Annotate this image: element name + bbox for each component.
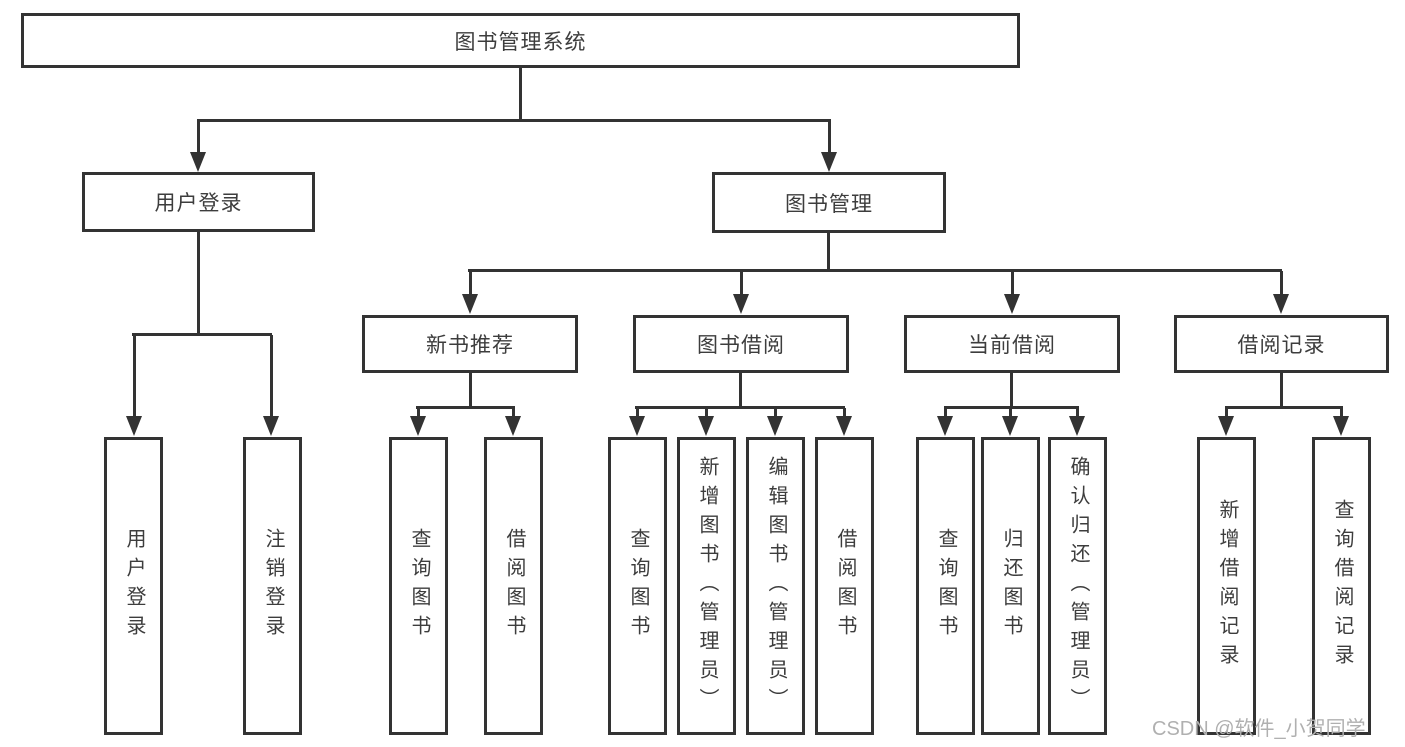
leaf-confirm-return-admin-label: 确认归还（管理员） — [1067, 455, 1089, 717]
node-borrow-records-label: 借阅记录 — [1237, 334, 1326, 357]
arrowhead-icon — [1332, 408, 1350, 436]
node-user-login: 用户登录 — [82, 172, 315, 232]
watermark: CSDN @软件_小贺同学 — [1152, 718, 1366, 740]
leaf-query-books-recommend: 查询图书 — [389, 437, 448, 735]
node-new-book-recommend-label: 新书推荐 — [426, 334, 514, 357]
leaf-logout-label: 注销登录 — [262, 528, 284, 644]
connector-current-bar — [944, 406, 1079, 409]
leaf-query-books-borrow-label: 查询图书 — [627, 528, 649, 644]
arrowhead-icon — [189, 120, 207, 172]
leaf-borrow-books-borrow-label: 借阅图书 — [834, 528, 856, 644]
connector-borrow-bar — [635, 406, 845, 409]
arrowhead-icon — [1003, 271, 1021, 314]
node-user-login-label: 用户登录 — [154, 192, 243, 215]
leaf-query-books-current-label: 查询图书 — [935, 528, 957, 644]
connector-records-bar — [1225, 406, 1343, 409]
leaf-return-book: 归还图书 — [981, 437, 1040, 735]
leaf-borrow-books-borrow: 借阅图书 — [815, 437, 874, 735]
arrowhead-icon — [1272, 271, 1290, 314]
arrowhead-icon — [409, 408, 427, 436]
arrowhead-icon — [1068, 408, 1086, 436]
arrowhead-icon — [125, 335, 143, 436]
leaf-query-books-current: 查询图书 — [916, 437, 975, 735]
leaf-add-borrow-record-label: 新增借阅记录 — [1216, 499, 1238, 673]
leaf-user-login-label: 用户登录 — [123, 528, 145, 644]
arrowhead-icon — [835, 408, 853, 436]
node-root-label: 图书管理系统 — [454, 30, 587, 54]
arrowhead-icon — [697, 408, 715, 436]
leaf-edit-book-admin: 编辑图书（管理员） — [746, 437, 805, 735]
connector-userlogin-stem — [197, 232, 200, 336]
connector-recommend-bar — [416, 406, 515, 409]
node-book-borrow-label: 图书借阅 — [697, 334, 785, 357]
connector-bookmgmt-stem — [827, 233, 830, 271]
leaf-confirm-return-admin: 确认归还（管理员） — [1048, 437, 1107, 735]
leaf-return-book-label: 归还图书 — [1000, 528, 1022, 644]
arrowhead-icon — [820, 120, 838, 172]
node-book-borrow: 图书借阅 — [633, 315, 849, 373]
node-current-borrow: 当前借阅 — [904, 315, 1120, 373]
node-current-borrow-label: 当前借阅 — [968, 334, 1056, 357]
leaf-user-login: 用户登录 — [104, 437, 163, 735]
leaf-edit-book-admin-label: 编辑图书（管理员） — [765, 455, 787, 717]
leaf-query-books-borrow: 查询图书 — [608, 437, 667, 735]
arrowhead-icon — [628, 408, 646, 436]
leaf-query-borrow-record: 查询借阅记录 — [1312, 437, 1371, 735]
leaf-borrow-books-recommend: 借阅图书 — [484, 437, 543, 735]
leaf-borrow-books-recommend-label: 借阅图书 — [503, 528, 525, 644]
node-root: 图书管理系统 — [21, 13, 1020, 68]
node-borrow-records: 借阅记录 — [1174, 315, 1389, 373]
arrowhead-icon — [1001, 408, 1019, 436]
leaf-add-borrow-record: 新增借阅记录 — [1197, 437, 1256, 735]
arrowhead-icon — [262, 335, 280, 436]
leaf-add-book-admin-label: 新增图书（管理员） — [696, 455, 718, 717]
connector-userlogin-bar — [132, 333, 272, 336]
connector-root-stem — [519, 68, 522, 121]
node-book-management: 图书管理 — [712, 172, 946, 233]
connector-records-stem — [1280, 373, 1283, 408]
arrowhead-icon — [766, 408, 784, 436]
connector-current-stem — [1010, 373, 1013, 408]
arrowhead-icon — [732, 271, 750, 314]
node-book-management-label: 图书管理 — [785, 192, 873, 216]
connector-recommend-stem — [469, 373, 472, 408]
leaf-add-book-admin: 新增图书（管理员） — [677, 437, 736, 735]
node-new-book-recommend: 新书推荐 — [362, 315, 578, 373]
arrowhead-icon — [504, 408, 522, 436]
arrowhead-icon — [461, 271, 479, 314]
arrowhead-icon — [1217, 408, 1235, 436]
arrowhead-icon — [936, 408, 954, 436]
leaf-query-borrow-record-label: 查询借阅记录 — [1331, 499, 1353, 673]
connector-bookmgmt-bar — [468, 269, 1282, 272]
leaf-query-books-recommend-label: 查询图书 — [408, 528, 430, 644]
leaf-logout: 注销登录 — [243, 437, 302, 735]
connector-borrow-stem — [739, 373, 742, 408]
connector-root-bar — [197, 119, 831, 122]
